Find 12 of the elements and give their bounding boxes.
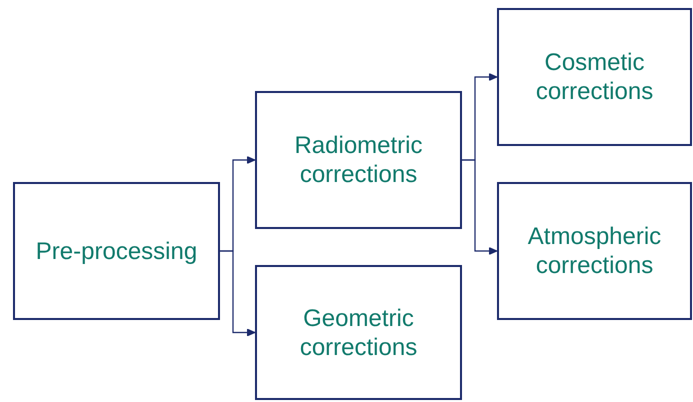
process-box: [255, 265, 462, 400]
node-label: Radiometric corrections: [293, 131, 424, 189]
process-box: [13, 182, 220, 320]
process-box: [255, 91, 462, 229]
node-label: Cosmetic corrections: [534, 48, 654, 106]
connector-arrow: [462, 159, 498, 255]
node-label: Atmospheric corrections: [526, 222, 662, 280]
connector-arrow: [220, 250, 256, 336]
node-label: Pre-processing: [36, 236, 198, 266]
node-label: Geometric corrections: [298, 304, 418, 362]
process-box: [497, 8, 692, 146]
process-box: [497, 182, 692, 320]
